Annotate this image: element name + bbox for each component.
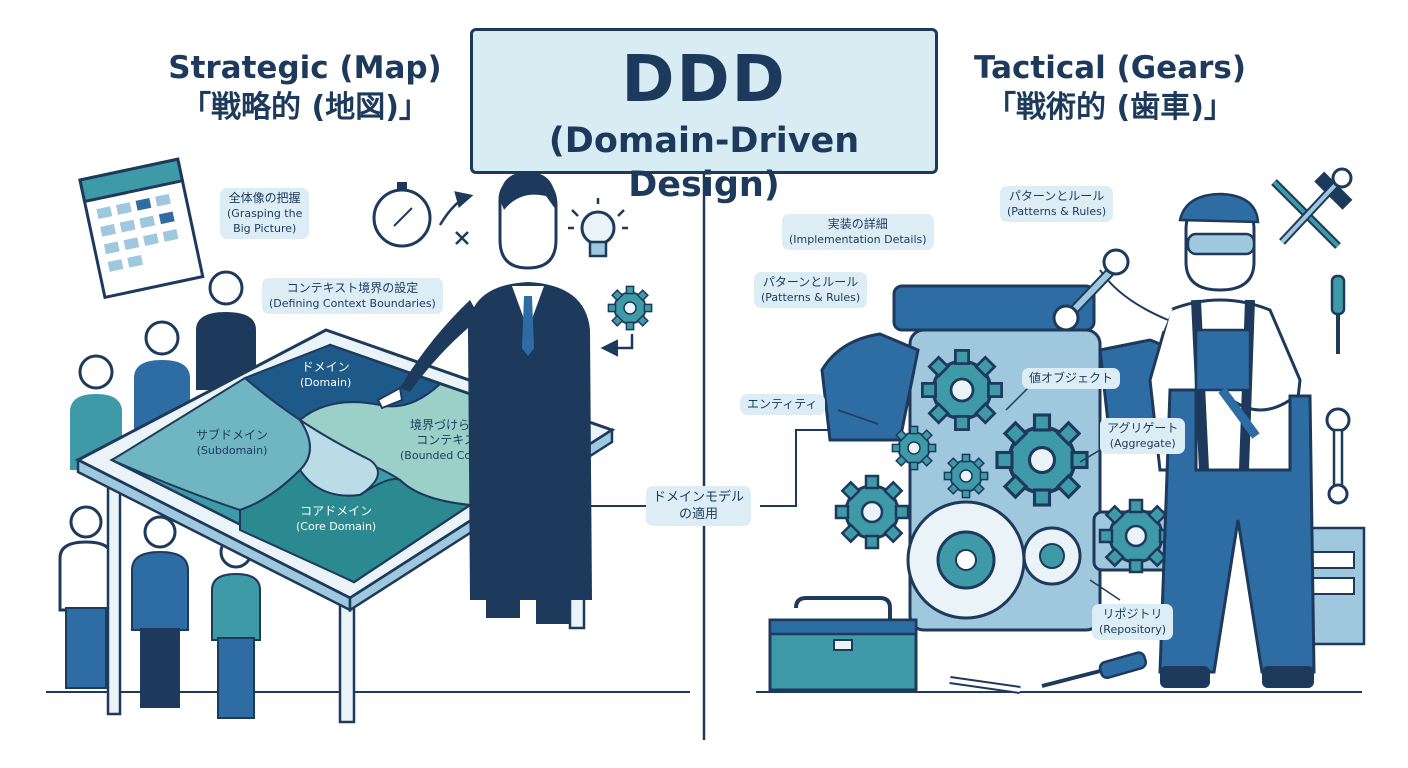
label-aggregate: アグリゲート (Aggregate) (1100, 418, 1185, 454)
tactical-title-en: Tactical (Gears) (940, 48, 1280, 88)
label-big-picture: 全体像の把握 (Grasping the Big Picture) (220, 188, 309, 239)
label-core-domain: コアドメイン (Core Domain) (296, 504, 376, 534)
screwdriver-icon (1332, 276, 1344, 354)
return-arrow-icon (604, 334, 632, 348)
label-domain: ドメイン (Domain) (300, 360, 351, 390)
ddd-title-box: DDD (Domain-Driven Design) (470, 28, 938, 174)
label-entity: エンティティ (740, 394, 825, 415)
tactical-title-jp: 「戦術的 (歯車)」 (940, 88, 1280, 128)
strategic-title-en: Strategic (Map) (140, 48, 470, 88)
gear-icon (608, 286, 651, 329)
toolbox-icon (770, 598, 916, 690)
label-patterns-rules-top: パターンとルール (Patterns & Rules) (1000, 186, 1113, 222)
direction-arrow-icon (440, 196, 470, 225)
tactical-title: Tactical (Gears) 「戦術的 (歯車)」 (940, 48, 1280, 128)
wrench-icon (1327, 409, 1349, 503)
calendar-icon (80, 159, 203, 297)
label-implementation-details: 実装の詳細 (Implementation Details) (782, 214, 934, 250)
strategic-title-jp: 「戦略的 (地図)」 (140, 88, 470, 128)
page-title: DDD (473, 41, 935, 119)
label-bounded-context: 境界づけられた コンテキスト (Bounded Context) (400, 418, 504, 463)
strategic-title: Strategic (Map) 「戦略的 (地図)」 (140, 48, 470, 128)
floor-tools (950, 651, 1147, 690)
label-apply-domain-model: ドメインモデル の適用 (646, 486, 751, 526)
label-context-boundaries: コンテキスト境界の設定 (Defining Context Boundaries… (262, 278, 443, 314)
page-subtitle: (Domain-Driven Design) (473, 119, 935, 207)
label-patterns-rules: パターンとルール (Patterns & Rules) (754, 272, 867, 308)
label-repository: リポジトリ (Repository) (1092, 604, 1173, 640)
hammer-wrench-icon (1274, 169, 1352, 246)
label-value-object: 値オブジェクト (1022, 368, 1120, 389)
compass-icon (374, 182, 430, 246)
x-mark-icon (456, 232, 468, 244)
label-subdomain: サブドメイン (Subdomain) (196, 428, 268, 458)
